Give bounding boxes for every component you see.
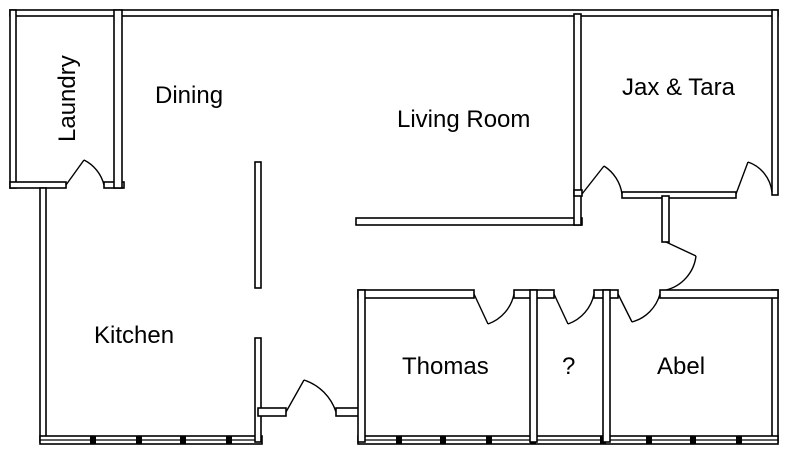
thomas-door: [473, 293, 515, 325]
room-label-jax-tara: Jax & Tara: [622, 74, 736, 101]
jax-tara-door-left: [581, 165, 623, 195]
laundry-door: [65, 159, 105, 186]
room-label-kitchen: Kitchen: [94, 322, 174, 349]
exterior-walls: [9, 9, 779, 443]
room-label-dining: Dining: [155, 82, 223, 109]
interior-walls: [254, 13, 779, 443]
closet-door: [553, 293, 595, 325]
jax-tara-door-right: [735, 161, 773, 195]
doors: [65, 159, 773, 413]
room-label-living-room: Living Room: [397, 106, 530, 133]
room-label-laundry: Laundry: [54, 55, 81, 142]
entry-door: [285, 379, 337, 413]
hall-door: [665, 241, 697, 291]
room-label-thomas: Thomas: [402, 353, 489, 380]
abel-door: [617, 293, 661, 323]
bottom-walls: [39, 435, 779, 445]
room-label-abel: Abel: [657, 353, 705, 380]
room-label-closet: ?: [562, 353, 575, 380]
